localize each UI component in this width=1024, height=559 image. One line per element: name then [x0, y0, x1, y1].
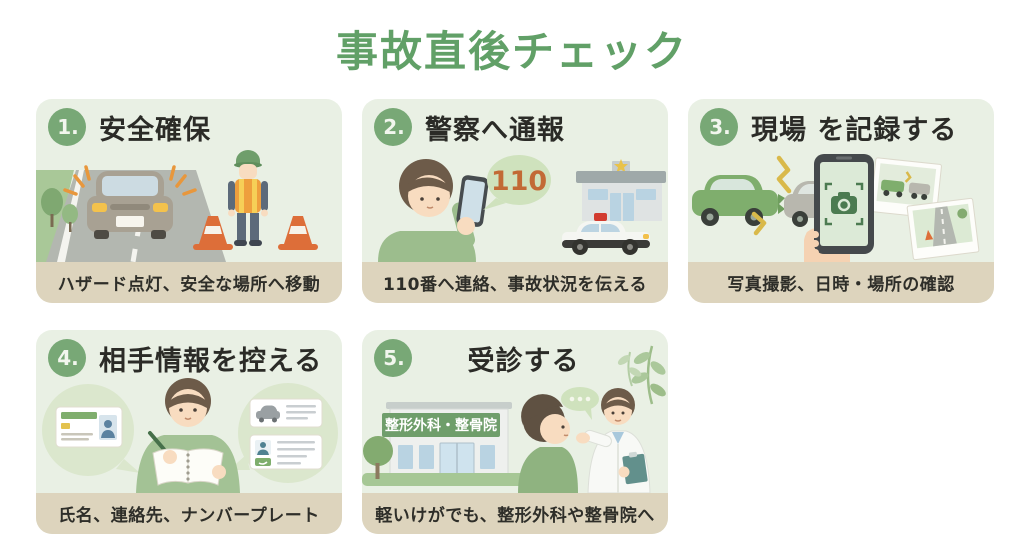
clinic-visit-illustration: 整形外科・整骨院 [362, 387, 651, 493]
step-3-header: 3. 現場 を記録する [688, 99, 994, 146]
vehicle-card-icon [249, 398, 323, 428]
tree-icon [41, 188, 78, 232]
step-1-header: 1. 安全確保 [36, 99, 342, 146]
call-police-illustration: 110 [378, 155, 666, 262]
step-3-number-badge: 3. [700, 108, 738, 146]
step-5-header: 5. 受診する [362, 330, 668, 377]
step-1-number-badge: 1. [48, 108, 86, 146]
notebook-icon [152, 448, 189, 486]
camera-phone-icon [804, 154, 874, 262]
doctor-person-icon [576, 388, 651, 493]
grass [362, 473, 538, 486]
step-4-title: 相手情報を控える [99, 345, 323, 377]
step-4-caption: 氏名、連絡先、ナンバープレート [36, 493, 342, 534]
crashed-green-car-icon [692, 175, 785, 226]
clinic-sign [382, 413, 500, 437]
safety-scene-illustration [36, 150, 318, 262]
clipboard-icon [622, 451, 648, 485]
step-5-caption: 軽いけがでも、整形外科や整骨院へ [362, 493, 668, 534]
step-1-title: 安全確保 [99, 114, 211, 146]
caller-person-icon [378, 159, 476, 262]
speech-bubble-110: 110 [483, 155, 551, 210]
safety-worker-icon [228, 150, 268, 246]
drivers-license-icon [55, 406, 123, 448]
police-car-icon [562, 213, 650, 255]
step-2-header: 2. 警察へ通報 [362, 99, 668, 146]
step-3-caption: 写真撮影、日時・場所の確認 [688, 262, 994, 303]
step-2-caption: 110番へ連絡、事故状況を伝える [362, 262, 668, 303]
step-card-1: 1. 安全確保 [36, 99, 342, 303]
tree-icon [363, 436, 393, 479]
page-title: 事故直後チェック [335, 27, 688, 76]
step-card-3: 3. 現場 を記録する [688, 99, 994, 303]
record-scene-illustration [692, 154, 980, 262]
step-card-4: 4. 相手情報を控える [36, 330, 342, 534]
smartphone-icon [456, 175, 489, 227]
step-5-title: 受診する [467, 345, 580, 377]
speech-bubble-dots-icon [561, 387, 599, 420]
step-card-5: 5. 受診する 整形外科・整骨院 [362, 330, 668, 534]
license-card-bubble [42, 384, 140, 476]
step-4-header: 4. 相手情報を控える [36, 330, 342, 377]
note-information-illustration [42, 378, 338, 493]
patient-person-icon [518, 394, 578, 493]
step-2-number-badge: 2. [374, 108, 412, 146]
step-4-number-badge: 4. [48, 339, 86, 377]
clinic-building-icon: 整形外科・整骨院 [382, 402, 512, 476]
emergency-number-text: 110 [491, 166, 547, 197]
writing-person-icon [136, 378, 240, 493]
photo-road-icon [906, 197, 980, 261]
traffic-cone-icon [278, 216, 318, 250]
clinic-sign-text: 整形外科・整骨院 [384, 417, 497, 434]
hand [457, 217, 475, 235]
hazard-flash-icon [63, 165, 197, 196]
step-1-caption: ハザード点灯、安全な場所へ移動 [36, 262, 342, 303]
step-3-title: 現場 を記録する [751, 114, 958, 146]
impact-lightning-icon [751, 155, 792, 236]
leaf-decoration-icon [617, 345, 666, 405]
hazard-car-icon [87, 171, 173, 239]
step-5-number-badge: 5. [374, 339, 412, 377]
contact-card-icon [249, 434, 323, 470]
traffic-cone-icon [193, 216, 233, 250]
step-2-title: 警察へ通報 [425, 114, 565, 146]
photo-crash-icon [870, 157, 942, 219]
police-station-icon [576, 159, 666, 221]
step-card-2: 2. 警察へ通報 110 [362, 99, 668, 303]
vehicle-contact-bubble [229, 383, 338, 483]
